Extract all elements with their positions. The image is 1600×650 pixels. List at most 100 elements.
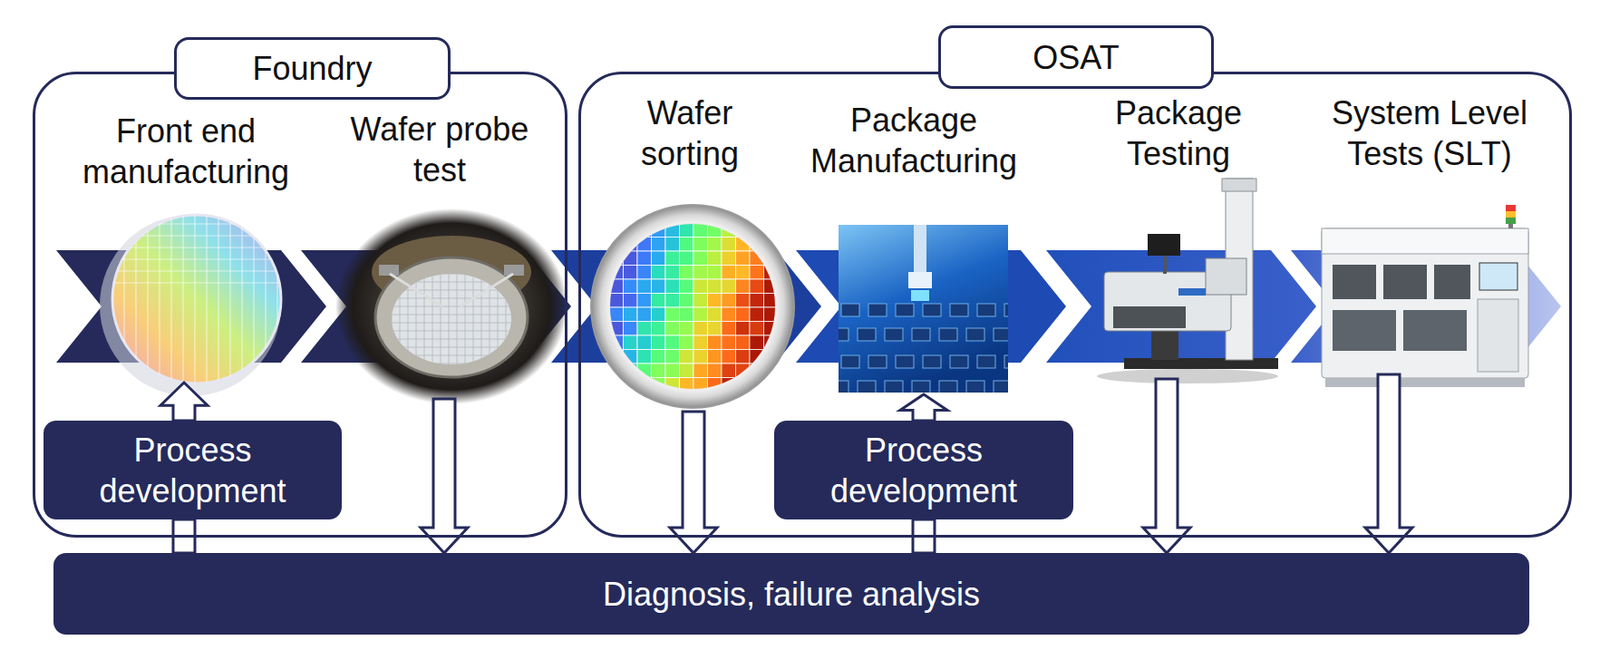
package-chips-part xyxy=(884,328,903,341)
wafer-map-cells-part xyxy=(736,223,751,238)
wafer-grid-part xyxy=(111,234,282,236)
slt-photo-part xyxy=(1321,228,1529,379)
wafer-map-cells-part xyxy=(736,321,751,337)
wafer-grid-part xyxy=(217,213,219,385)
wafer-photo-part xyxy=(99,214,282,397)
probe-wafer-grid-part xyxy=(456,271,458,367)
group-label: OSAT xyxy=(1032,37,1119,78)
stage-title-block: Package Manufacturing xyxy=(791,99,1037,182)
wafer-map-cells-part xyxy=(764,265,779,281)
package-chips-part xyxy=(939,380,958,393)
package-chips-part xyxy=(911,328,931,341)
wafer-map-cells-part xyxy=(623,321,639,337)
wafer-map-cells-part xyxy=(637,363,652,379)
wafer-map-cells-part xyxy=(707,237,723,253)
wafer-map-cells-part xyxy=(721,279,737,294)
package-chips-part xyxy=(977,355,996,369)
wafer-map-cells-part xyxy=(736,279,751,294)
wafer-grid-part xyxy=(146,213,148,385)
stage-title: Package Testing xyxy=(1087,92,1270,175)
probe-wafer-grid-part xyxy=(389,314,514,316)
wafer-map-cells-part xyxy=(665,251,680,266)
tester-photo-part xyxy=(1113,306,1186,329)
probe-photo-part xyxy=(389,273,443,307)
package-chips-part xyxy=(950,303,969,317)
wafer-map-cells-part xyxy=(736,363,751,379)
wafer-map-cells-part xyxy=(693,307,708,322)
wafer-map-cells-part xyxy=(623,251,639,266)
slt-photo-part xyxy=(1505,204,1516,212)
tester-photo xyxy=(1096,178,1279,384)
wafer-grid-part xyxy=(111,213,113,385)
wafer-map-cells-part xyxy=(651,335,667,350)
group-tab: Foundry xyxy=(174,37,451,100)
wafer-grid-part xyxy=(111,281,282,283)
slt-photo-part xyxy=(1383,264,1427,300)
probe-photo-part xyxy=(335,208,568,405)
wafer-map-cells-part xyxy=(665,307,680,322)
package-photo-part xyxy=(908,271,932,289)
stage-box: Front end manufacturing xyxy=(67,110,304,383)
wafer-map-cells-part xyxy=(679,307,695,322)
probe-wafer-grid-part xyxy=(465,271,466,367)
probe-photo-part xyxy=(378,264,399,276)
probe-wafer-grid-part xyxy=(432,271,434,367)
package-chips-part xyxy=(838,380,849,393)
wafer-map-cells-part xyxy=(693,349,708,365)
package-chips-part xyxy=(1004,303,1009,317)
stage-box: Package Manufacturing xyxy=(791,99,1037,395)
wafer-map-cells-part xyxy=(637,307,652,322)
package-photo-part xyxy=(911,290,930,301)
probe-wafer-grid-part xyxy=(489,271,491,367)
slt-photo-part xyxy=(1479,262,1518,291)
wafer-map-cells-part xyxy=(679,349,695,365)
wafer-map-cells-part xyxy=(693,251,708,266)
wafer-map-cells-part xyxy=(764,251,779,266)
slt-photo-part xyxy=(1505,211,1516,218)
wafer-map-cells-part xyxy=(623,307,639,322)
wafer-map-cells-part xyxy=(665,363,680,379)
flow-arrow xyxy=(420,398,468,553)
wafer-map-cells-part xyxy=(736,237,751,253)
wafer-map-cells-part xyxy=(721,363,737,379)
wafer-map-cells-part xyxy=(651,307,667,322)
tester-photo-part xyxy=(1178,288,1206,296)
wafer-grid-part xyxy=(182,213,184,385)
wafer-map-cells xyxy=(609,223,778,392)
package-chips-part xyxy=(884,380,903,393)
process-label: Process development xyxy=(774,429,1074,512)
wafer-grid-part xyxy=(229,213,231,385)
wafer-grid-part xyxy=(158,213,160,385)
tester-photo-part xyxy=(1221,178,1257,192)
wafer-map-cells-part xyxy=(651,279,667,294)
wafer-photo-part xyxy=(112,214,282,384)
wafer-map-cells-part xyxy=(679,293,695,309)
wafer-map-cells-part xyxy=(736,265,751,281)
probe-wafer-grid-part xyxy=(389,355,514,357)
probe-photo-part xyxy=(504,264,524,276)
wafer-grid-part xyxy=(264,213,266,385)
group-box: Wafer sortingPackage ManufacturingPackag… xyxy=(578,71,1572,538)
probe-wafer-grid-part xyxy=(389,281,514,283)
wafer-map-cells-part xyxy=(707,293,723,309)
wafer-map-cells-part xyxy=(749,307,765,322)
diagnosis-bar: Diagnosis, failure analysis xyxy=(53,552,1530,635)
wafer-map-cells-part xyxy=(679,237,695,253)
wafer-map-cells-part xyxy=(637,279,652,294)
wafer-map-cells-part xyxy=(736,335,751,350)
wafer-map-cells-part xyxy=(749,363,765,379)
package-chips-part xyxy=(993,380,1009,393)
wafer-map-cells-part xyxy=(651,223,667,238)
wafer-map-cells-part xyxy=(651,378,667,393)
slt-photo-part xyxy=(1505,217,1516,224)
wafer-map-cells-part xyxy=(721,251,737,266)
wafer-grid-part xyxy=(193,213,195,385)
wafer-map-cells-part xyxy=(721,335,737,350)
package-chips-part xyxy=(841,355,860,369)
slt-photo-part xyxy=(1403,310,1467,351)
wafer-map-cells-part xyxy=(749,265,765,281)
wafer-map-cells-part xyxy=(609,265,624,281)
wafer-map-cells-part xyxy=(693,223,708,238)
wafer-map-cells-part xyxy=(679,251,695,266)
probe-wafer-grid-part xyxy=(399,271,401,367)
